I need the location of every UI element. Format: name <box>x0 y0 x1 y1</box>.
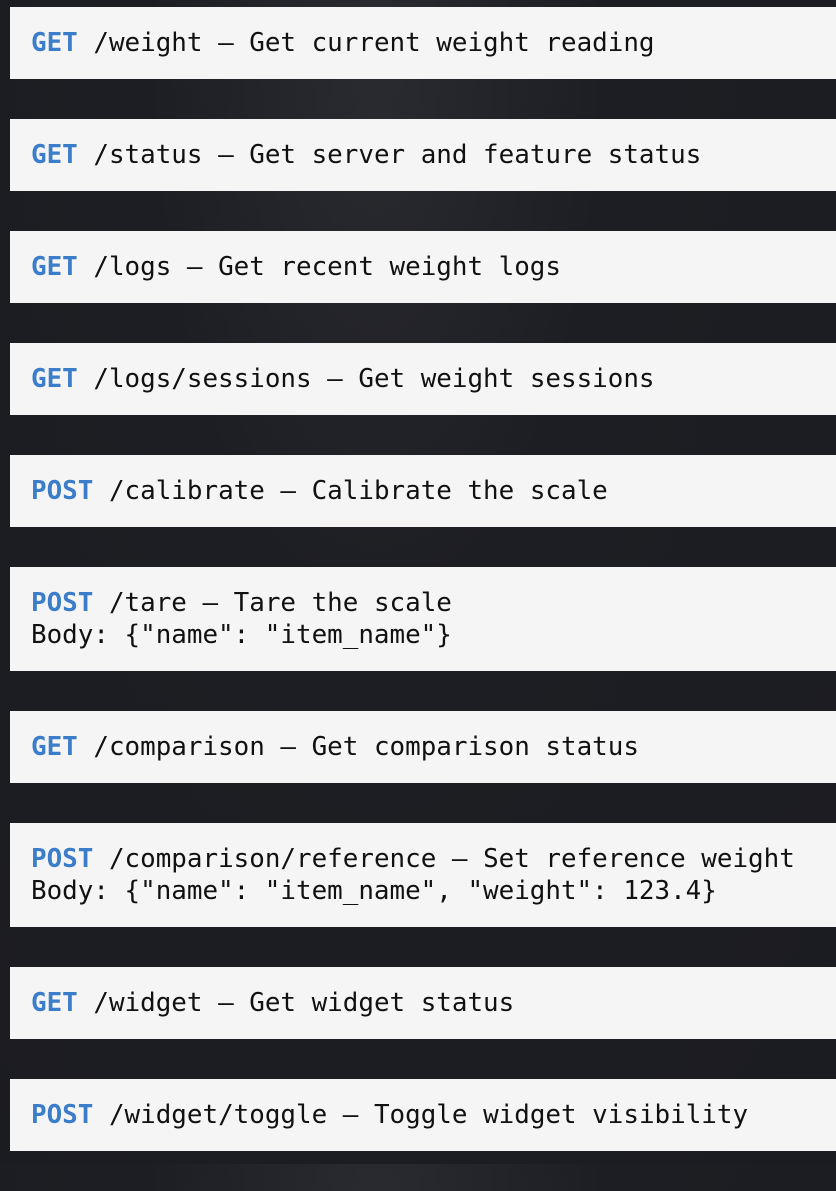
endpoint-line: POST /calibrate – Calibrate the scale <box>31 475 829 507</box>
endpoint-card: POST /comparison/reference – Set referen… <box>10 823 836 927</box>
request-body-example: Body: {"name": "item_name"} <box>31 620 452 650</box>
separator: – <box>327 1100 374 1130</box>
http-method: GET <box>31 140 78 170</box>
http-method: GET <box>31 28 78 58</box>
endpoint-card: POST /calibrate – Calibrate the scale <box>10 455 836 527</box>
endpoint-description: Get weight sessions <box>358 364 655 394</box>
endpoint-line: GET /widget – Get widget status <box>31 987 829 1019</box>
separator: – <box>264 476 312 506</box>
separator: – <box>202 140 250 170</box>
endpoint-path: /status <box>93 140 203 170</box>
separator: – <box>202 988 250 1018</box>
http-method: GET <box>31 988 78 1018</box>
endpoint-card: GET /logs – Get recent weight logs <box>10 231 836 303</box>
endpoint-description: Get comparison status <box>311 732 639 762</box>
http-method: GET <box>31 364 78 394</box>
endpoint-path: /widget/toggle <box>108 1100 328 1130</box>
http-method: POST <box>31 588 94 618</box>
separator: – <box>264 732 312 762</box>
endpoint-description: Tare the scale <box>233 588 452 618</box>
endpoint-line: GET /logs/sessions – Get weight sessions <box>31 363 829 395</box>
http-method: POST <box>31 844 94 874</box>
endpoint-path: /comparison/reference <box>108 844 437 874</box>
endpoint-path: /logs/sessions <box>93 364 312 394</box>
endpoint-path: /weight <box>93 28 203 58</box>
endpoint-line: GET /weight – Get current weight reading <box>31 27 829 59</box>
endpoint-description: Get recent weight logs <box>218 252 561 282</box>
http-method: POST <box>31 476 94 506</box>
endpoint-card: GET /status – Get server and feature sta… <box>10 119 836 191</box>
http-method: POST <box>31 1100 94 1130</box>
http-method: GET <box>31 732 78 762</box>
separator: – <box>202 28 250 58</box>
endpoint-description: Set reference weight <box>483 844 795 874</box>
endpoint-card: POST /widget/toggle – Toggle widget visi… <box>10 1079 836 1151</box>
separator: – <box>171 252 219 282</box>
separator: – <box>186 588 234 618</box>
endpoint-card: GET /widget – Get widget status <box>10 967 836 1039</box>
endpoint-line: GET /logs – Get recent weight logs <box>31 251 829 283</box>
endpoint-line: GET /comparison – Get comparison status <box>31 731 829 763</box>
separator: – <box>311 364 359 394</box>
endpoint-card: GET /logs/sessions – Get weight sessions <box>10 343 836 415</box>
endpoint-line: POST /comparison/reference – Set referen… <box>31 843 829 875</box>
endpoint-path: /tare <box>108 588 187 618</box>
endpoint-description: Get server and feature status <box>249 140 702 170</box>
endpoint-list: GET /weight – Get current weight reading… <box>10 7 836 1191</box>
endpoint-line: POST /tare – Tare the scale <box>31 587 829 619</box>
endpoint-description: Toggle widget visibility <box>373 1100 749 1130</box>
endpoint-path: /logs <box>93 252 172 282</box>
endpoint-description: Calibrate the scale <box>311 476 608 506</box>
separator: – <box>436 844 484 874</box>
request-body-example: Body: {"name": "item_name", "weight": 12… <box>31 876 717 906</box>
endpoint-line: GET /status – Get server and feature sta… <box>31 139 829 171</box>
endpoint-path: /calibrate <box>108 476 265 506</box>
endpoint-path: /comparison <box>93 732 265 762</box>
endpoint-description: Get widget status <box>249 988 515 1018</box>
endpoint-path: /widget <box>93 988 203 1018</box>
endpoint-line: POST /widget/toggle – Toggle widget visi… <box>31 1099 829 1131</box>
endpoint-card: GET /weight – Get current weight reading <box>10 7 836 79</box>
endpoint-description: Get current weight reading <box>249 28 655 58</box>
endpoint-card: GET /comparison – Get comparison status <box>10 711 836 783</box>
http-method: GET <box>31 252 78 282</box>
